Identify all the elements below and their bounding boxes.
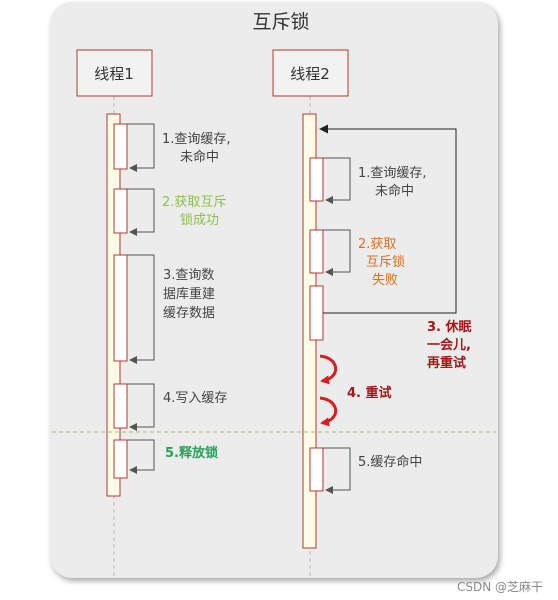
arrow-t1-step1 <box>127 123 155 172</box>
step-label-t2-3: 3. 休眠 一会儿, 再重试 <box>427 319 476 371</box>
arrow-t2-step5 <box>323 447 351 494</box>
activation-t1-step5 <box>113 439 128 479</box>
step-label-t2-5: 5.缓存命中 <box>358 454 422 470</box>
diagram-title: 互斥锁 <box>252 11 309 33</box>
activation-t2-step2 <box>309 229 324 274</box>
arrow-t1-step5 <box>127 439 155 474</box>
arrow-t1-step2 <box>127 188 155 236</box>
step-label-t1-4: 4.写入缓存 <box>163 391 227 406</box>
arrow-t2-step2 <box>323 229 351 276</box>
step-label-t2-4: 4. 重试 <box>347 385 392 401</box>
step-label-t1-2: 2.获取互斥 锁成功 <box>162 195 231 228</box>
activation-t2-step5 <box>309 447 324 492</box>
lane-header-thread1: 线程1 <box>76 49 153 97</box>
retry-curve-icon-2 <box>319 396 338 427</box>
lane-header-thread2: 线程2 <box>272 49 349 97</box>
activation-t1-step1 <box>113 123 128 170</box>
activation-t1-step4 <box>113 383 128 429</box>
lane-label-thread1: 线程1 <box>94 65 134 83</box>
watermark: CSDN @芝麻干 <box>457 579 543 594</box>
step-label-t1-3: 3.查询数 据库重建 缓存数据 <box>163 268 219 321</box>
arrow-t1-step4 <box>127 383 155 431</box>
activation-t2-step3 <box>309 285 324 341</box>
activation-t1-step2 <box>113 188 128 234</box>
arrow-t2-step1 <box>323 157 351 204</box>
step-label-t1-5: 5.释放锁 <box>165 445 218 461</box>
step-label-t2-2: 2.获取 互斥锁 失败 <box>358 237 409 288</box>
lane-label-thread2: 线程2 <box>290 65 330 83</box>
activation-t2-step1 <box>309 157 324 202</box>
arrow-t2-retry-loop <box>319 124 457 314</box>
retry-curve-icon-1 <box>319 354 338 385</box>
activation-t1-step3 <box>113 254 128 362</box>
step-label-t2-1: 1.查询缓存, 未命中 <box>358 166 431 199</box>
step-label-t1-1: 1.查询缓存, 未命中 <box>162 132 235 165</box>
arrow-t1-step3 <box>127 254 155 364</box>
